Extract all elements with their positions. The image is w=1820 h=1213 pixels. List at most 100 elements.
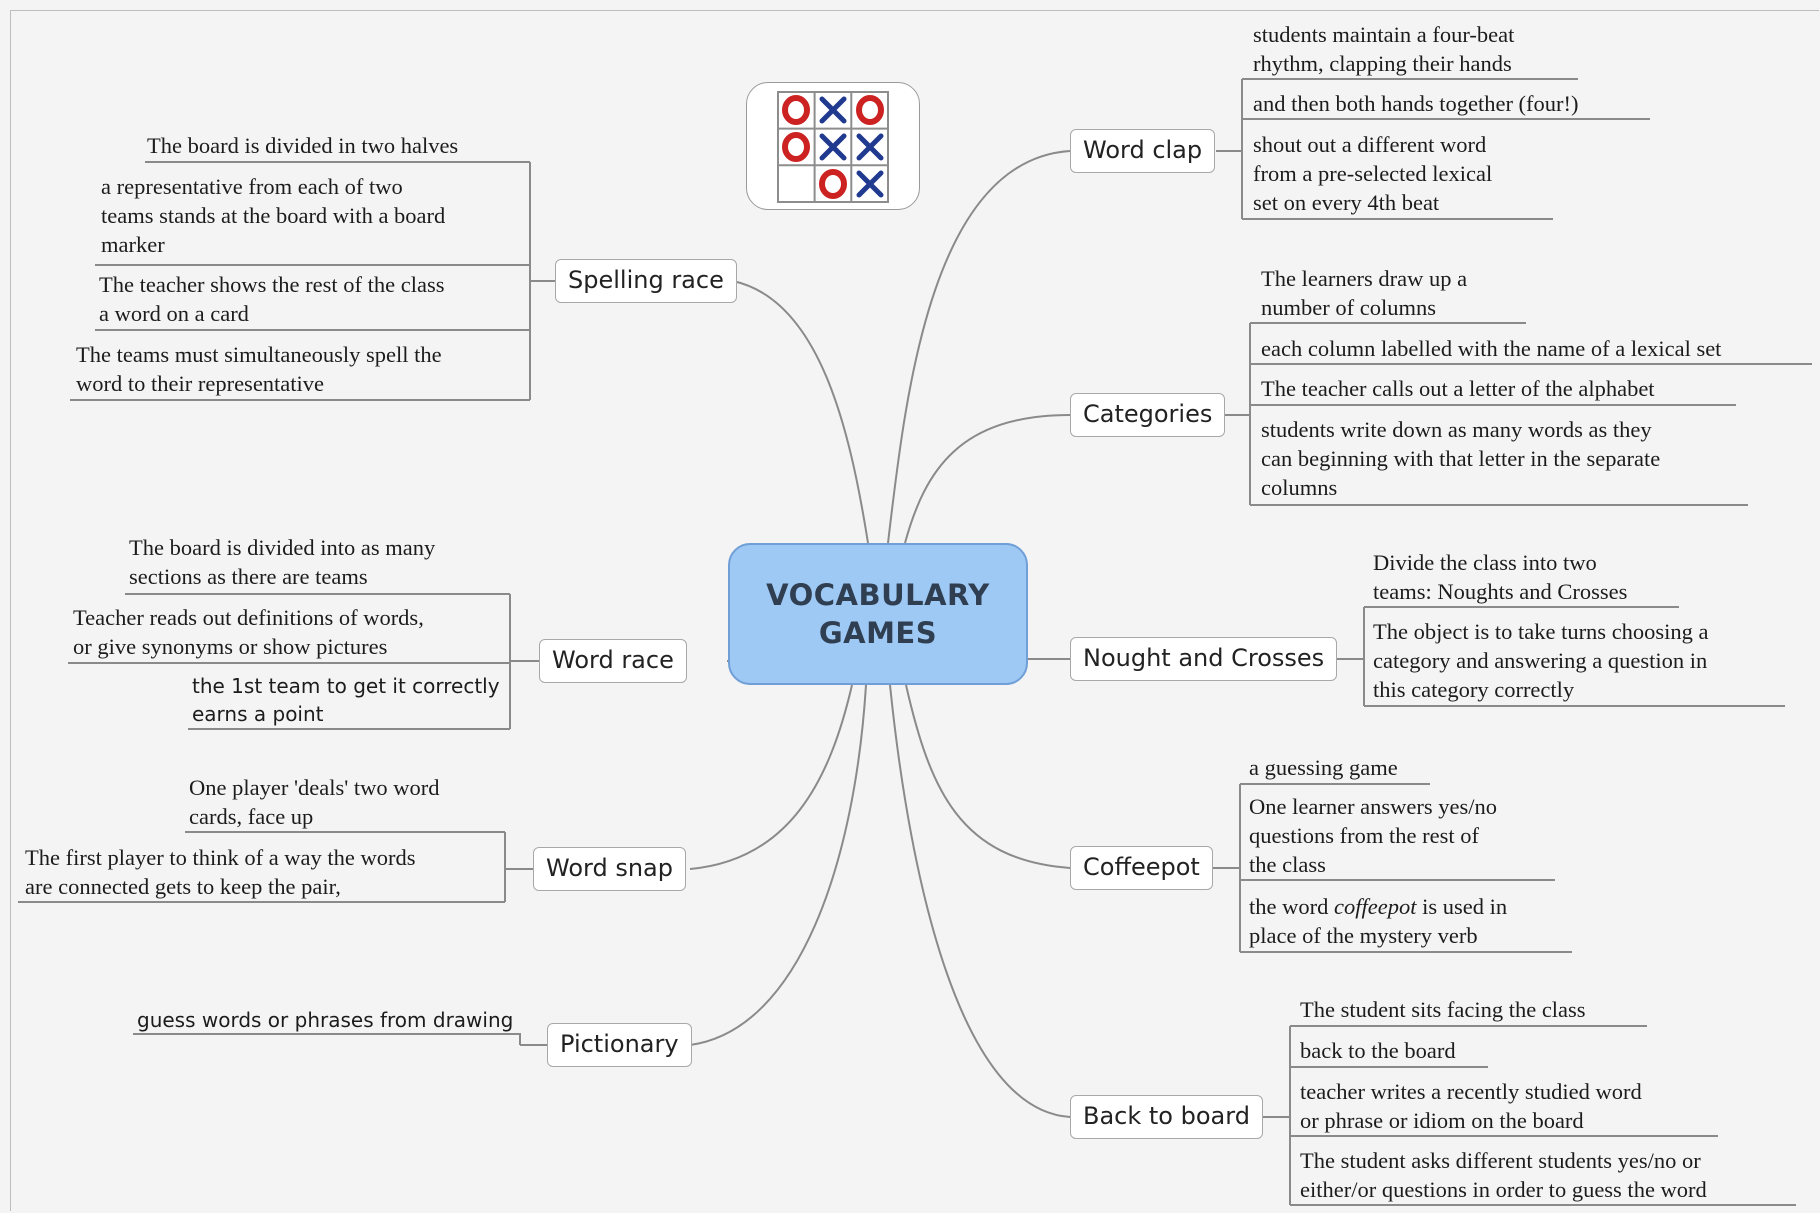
branch-word-clap [887,150,1071,544]
leaf-text[interactable]: the 1st team to get it correctly earns a… [192,672,500,728]
leaf-text[interactable]: a guessing game [1249,753,1398,782]
leaf-line: rhythm, clapping their hands [1253,51,1512,76]
leaf-emphasis: coffeepot [1333,894,1417,919]
branch-pictionary [689,684,867,1046]
leaf-text[interactable]: teacher writes a recently studied word o… [1300,1077,1642,1135]
leaf-line: are connected gets to keep the pair, [25,874,341,899]
leaf-line: The board is divided into as many [129,535,436,560]
leaf-line: or give synonyms or show pictures [73,634,388,659]
topic-back-to-board[interactable]: Back to board [1070,1095,1263,1139]
leaf-line: The teacher shows the rest of the class [99,272,445,297]
topic-word-race[interactable]: Word race [539,639,687,683]
leaf-line: a guessing game [1249,755,1398,780]
leaf-line: or phrase or idiom on the board [1300,1108,1584,1133]
leaf-line: cards, face up [189,804,314,829]
leaf-line: The teams must simultaneously spell the [76,342,442,367]
leaf-line: a word on a card [99,301,249,326]
leaf-line: marker [101,232,165,257]
leaf-text[interactable]: The student sits facing the class [1300,995,1586,1024]
leaf-text[interactable]: The first player to think of a way the w… [25,843,416,901]
leaf-line: The student asks different students yes/… [1300,1148,1701,1173]
leaf-line: columns [1261,475,1338,500]
leaf-line: word to their representative [76,371,325,396]
leaf-line: teams stands at the board with a board [101,203,446,228]
leaf-text[interactable]: shout out a different word from a pre-se… [1253,130,1492,217]
leaf-line: students maintain a four-beat [1253,22,1515,47]
leaf-text[interactable]: The board is divided into as many sectio… [129,533,435,591]
central-line-1: VOCABULARY [766,578,990,612]
leaf-text[interactable]: The teacher shows the rest of the class … [99,270,445,328]
leaf-line: The learners draw up a [1261,266,1468,291]
central-line-2: GAMES [818,616,938,650]
topic-spelling-race[interactable]: Spelling race [555,259,737,303]
leaf-line: this category correctly [1373,677,1575,702]
leaf-text[interactable]: The object is to take turns choosing a c… [1373,617,1709,704]
leaf-text[interactable]: each column labelled with the name of a … [1261,334,1721,363]
leaf-line: teams: Noughts and Crosses [1373,579,1628,604]
leaf-line: The board is divided in two halves [147,133,459,158]
leaf-text[interactable]: The teams must simultaneously spell the … [76,340,442,398]
leaf-line: the word coffeepot is used in [1249,892,1507,921]
topic-coffeepot[interactable]: Coffeepot [1070,846,1213,890]
leaf-line: The first player to think of a way the w… [25,845,416,870]
leaf-text[interactable]: One learner answers yes/no questions fro… [1249,792,1497,879]
leaf-line: teacher writes a recently studied word [1300,1079,1642,1104]
leaf-line: either/or questions in order to guess th… [1300,1177,1707,1202]
leaf-text[interactable]: The student asks different students yes/… [1300,1146,1707,1204]
leaf-line: One learner answers yes/no [1249,794,1498,819]
leaf-text[interactable]: One player 'deals' two word cards, face … [189,773,440,831]
leaf-line: back to the board [1300,1038,1456,1063]
topic-word-snap[interactable]: Word snap [533,847,686,891]
tic-tac-toe-image [746,82,920,210]
leaf-line: earns a point [192,702,324,726]
topic-pictionary[interactable]: Pictionary [547,1023,692,1067]
canvas-frame [10,10,1819,1211]
leaf-line: sections as there are teams [129,564,368,589]
tic-tac-toe-icon [777,91,889,203]
leaf-line: place of the mystery verb [1249,923,1478,948]
branch-coffeepot [905,684,1071,869]
topic-word-clap[interactable]: Word clap [1070,129,1216,173]
branch-word-snap [689,684,853,870]
central-topic[interactable]: VOCABULARY GAMES [728,543,1028,685]
leaf-line: The object is to take turns choosing a [1373,619,1709,644]
leaf-line: One player 'deals' two word [189,775,440,800]
leaf-text[interactable]: and then both hands together (four!) [1253,89,1579,118]
topic-categories[interactable]: Categories [1070,393,1226,437]
leaf-line: and then both hands together (four!) [1253,91,1579,116]
leaf-line: Teacher reads out definitions of words, [73,605,424,630]
leaf-line: the 1st team to get it correctly [192,674,500,698]
branch-spelling-race [732,280,869,544]
branch-back-to-board [889,684,1071,1118]
leaf-text[interactable]: a representative from each of two teams … [101,172,445,259]
leaf-line: category and answering a question in [1373,648,1708,673]
leaf-line: set on every 4th beat [1253,190,1440,215]
leaf-text[interactable]: the word coffeepot is used in place of t… [1249,892,1507,950]
leaf-line: the class [1249,852,1326,877]
leaf-line: each column labelled with the name of a … [1261,336,1722,361]
leaf-line: Divide the class into two [1373,550,1597,575]
leaf-line: number of columns [1261,295,1436,320]
leaf-text[interactable]: Teacher reads out definitions of words, … [73,603,424,661]
leaf-line: students write down as many words as the… [1261,417,1652,442]
leaf-fragment: is used in [1416,894,1508,919]
leaf-line: The student sits facing the class [1300,997,1586,1022]
leaf-text[interactable]: The teacher calls out a letter of the al… [1261,374,1655,403]
leaf-text[interactable]: Divide the class into two teams: Noughts… [1373,548,1627,606]
leaf-line: shout out a different word [1253,132,1487,157]
leaf-text[interactable]: The board is divided in two halves [147,131,458,160]
leaf-line: a representative from each of two [101,174,403,199]
leaf-fragment: the word [1249,894,1334,919]
leaf-text[interactable]: students maintain a four-beat rhythm, cl… [1253,20,1514,78]
leaf-line: The teacher calls out a letter of the al… [1261,376,1655,401]
leaf-text[interactable]: guess words or phrases from drawing [137,1006,513,1034]
leaf-text[interactable]: The learners draw up a number of columns [1261,264,1467,322]
leaf-line: from a pre-selected lexical [1253,161,1493,186]
leaf-text[interactable]: back to the board [1300,1036,1456,1065]
leaf-text[interactable]: students write down as many words as the… [1261,415,1660,502]
leaf-line: questions from the rest of [1249,823,1479,848]
leaf-line: guess words or phrases from drawing [137,1008,514,1032]
topic-nought-and-crosses[interactable]: Nought and Crosses [1070,637,1338,681]
